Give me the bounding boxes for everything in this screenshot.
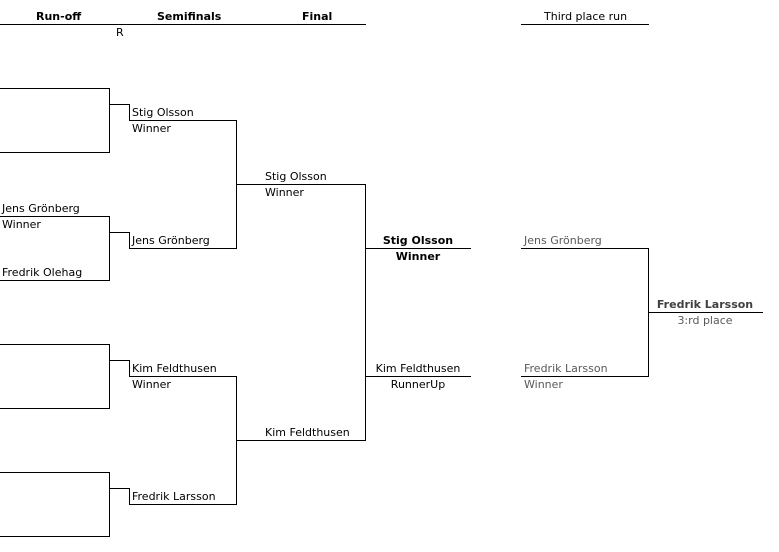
runner-line [365,376,471,377]
conn-4-step-h [109,488,130,489]
runoff-box1-bottom [0,152,110,153]
header-final: Final [302,10,333,23]
conn-2-step [129,232,130,249]
runner-status: RunnerUp [390,378,446,391]
semi-player-3-status: Winner [132,378,171,391]
runoff-player-1-status: Winner [2,218,41,231]
runoff-box2-right [109,216,110,281]
runoff-box4-right [109,472,110,537]
semi-player-3: Kim Feldthusen [132,362,217,375]
third-line-2 [521,376,649,377]
final-bracket [365,184,366,441]
conn-1-step [129,104,130,121]
third-line-1 [521,248,649,249]
champion-name: Stig Olsson [382,234,454,247]
runoff-box2-bottom [0,280,110,281]
runoff-box4-top [0,472,110,473]
conn-3-step [129,360,130,377]
semi-line-1 [129,120,237,121]
semi-line-3 [129,376,237,377]
runner-name: Kim Feldthusen [375,362,461,375]
header-underline-third [521,24,649,25]
conn-2-step-h [109,232,130,233]
final-line-2 [236,440,366,441]
final-player-1-status: Winner [265,186,304,199]
third-result-name: Fredrik Larsson [656,298,754,311]
runoff-box3-right [109,344,110,409]
champion-line [365,248,471,249]
third-result-status: 3:rd place [677,314,733,327]
runoff-box2-top [0,216,110,217]
third-player-1: Jens Grönberg [524,234,602,247]
runoff-box1-right [109,88,110,153]
runoff-box3-bottom [0,408,110,409]
third-player-2: Fredrik Larsson [524,362,608,375]
header-underline-left [0,24,366,25]
semi-player-1: Stig Olsson [132,106,194,119]
runoff-box4-bottom [0,536,110,537]
third-result-line [648,312,763,313]
header-semifinals: Semifinals [157,10,222,23]
runoff-box1-top [0,88,110,89]
final-player-2: Kim Feldthusen [265,426,350,439]
conn-1-step-h [109,104,130,105]
runoff-player-1: Jens Grönberg [2,202,80,215]
final-player-1: Stig Olsson [265,170,327,183]
semi-player-1-status: Winner [132,122,171,135]
semi-player-2: Jens Grönberg [132,234,210,247]
semi-line-2 [129,248,237,249]
semi-player-4: Fredrik Larsson [132,490,216,503]
runoff-box3-top [0,344,110,345]
third-player-2-status: Winner [524,378,563,391]
runoff-player-2: Fredrik Olehag [2,266,83,279]
conn-3-step-h [109,360,130,361]
r-mark: R [116,26,124,39]
semi-line-4 [129,504,237,505]
final-line-1 [236,184,366,185]
champion-status: Winner [395,250,441,263]
conn-4-step [129,488,130,505]
header-runoff: Run-off [36,10,82,23]
header-third-place: Third place run [544,10,628,23]
